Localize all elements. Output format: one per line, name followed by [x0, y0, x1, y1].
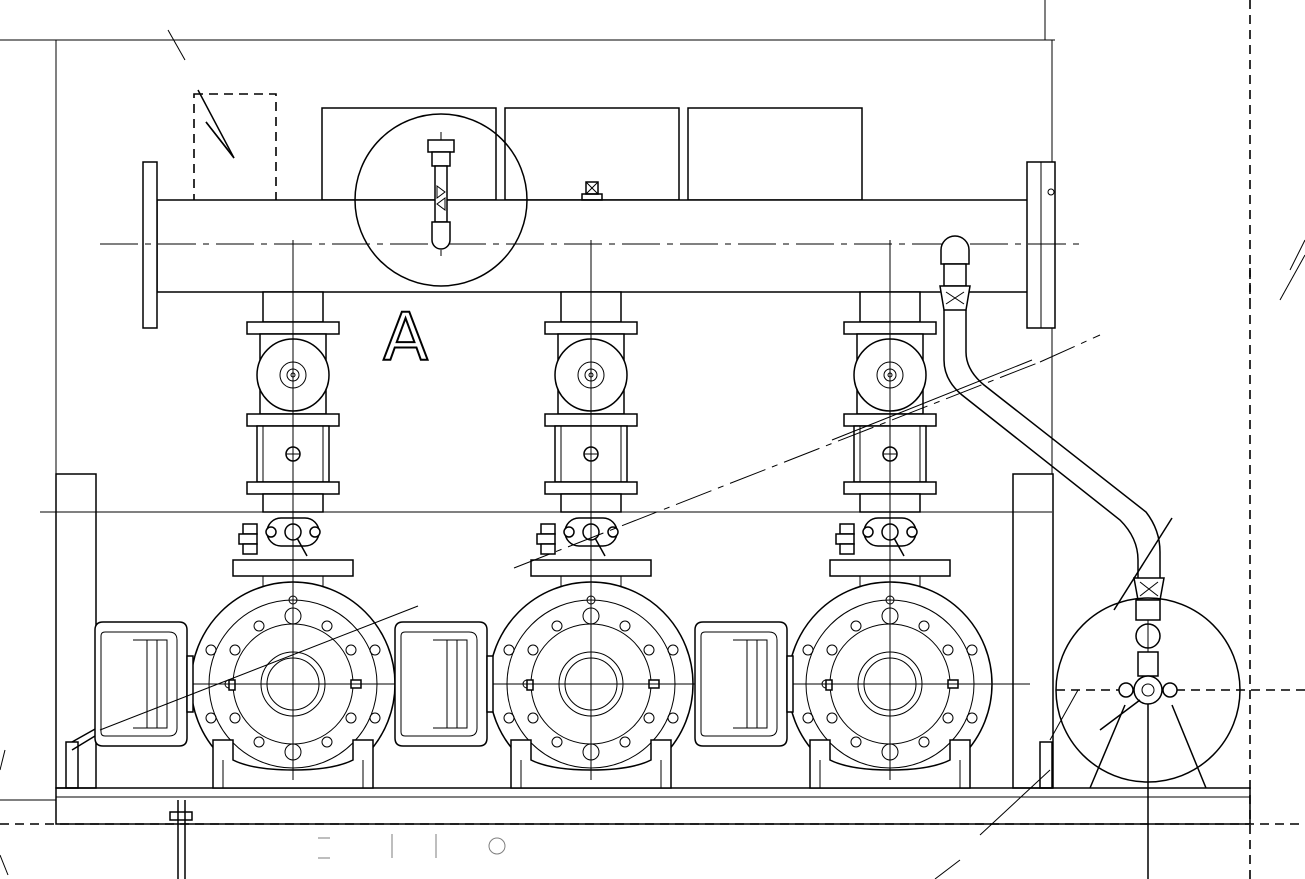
bypass-pipe — [940, 236, 1164, 600]
coupling-3 — [694, 621, 794, 747]
base-frame — [0, 360, 1305, 879]
detail-a-gauge — [355, 114, 527, 286]
detail-label-a: A — [383, 299, 428, 376]
pressure-tank — [1050, 518, 1305, 879]
discharge-header — [100, 162, 1080, 328]
leader-lines — [100, 335, 1100, 879]
coupling-1 — [94, 621, 194, 747]
coupling-2 — [394, 621, 494, 747]
cropped-annotation — [318, 834, 505, 858]
